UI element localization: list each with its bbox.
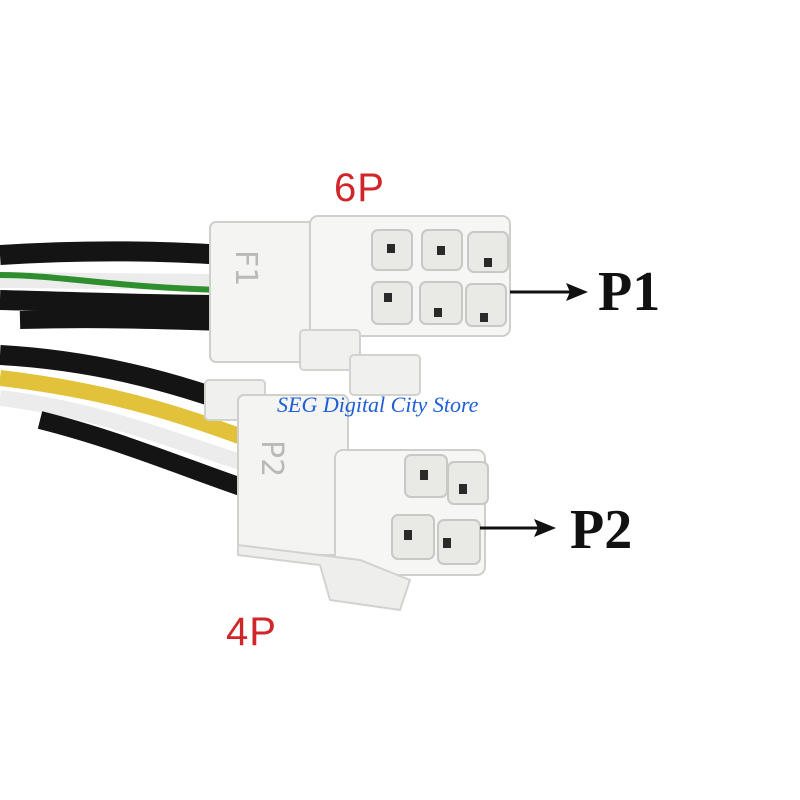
pin-grid-6p xyxy=(371,229,509,327)
molded-marking-f1: F1 xyxy=(228,250,263,286)
store-watermark: SEG Digital City Store xyxy=(277,392,479,417)
right-arrow-icon xyxy=(480,519,556,537)
wire-bundle-top xyxy=(0,241,226,331)
pin-count-label-4p: 4P xyxy=(226,610,277,654)
port-label-p2: P2 xyxy=(570,499,633,561)
port-label-p1: P1 xyxy=(598,261,661,323)
right-arrow-icon xyxy=(510,283,588,301)
connector-6p: F1 xyxy=(209,215,511,396)
pin-count-label-6p: 6P xyxy=(334,166,385,210)
connector-4p: P2 xyxy=(204,379,489,612)
wire-bundle-bottom xyxy=(0,345,254,499)
pin-grid-4p xyxy=(391,454,489,565)
molded-marking-p2: P2 xyxy=(254,440,289,477)
